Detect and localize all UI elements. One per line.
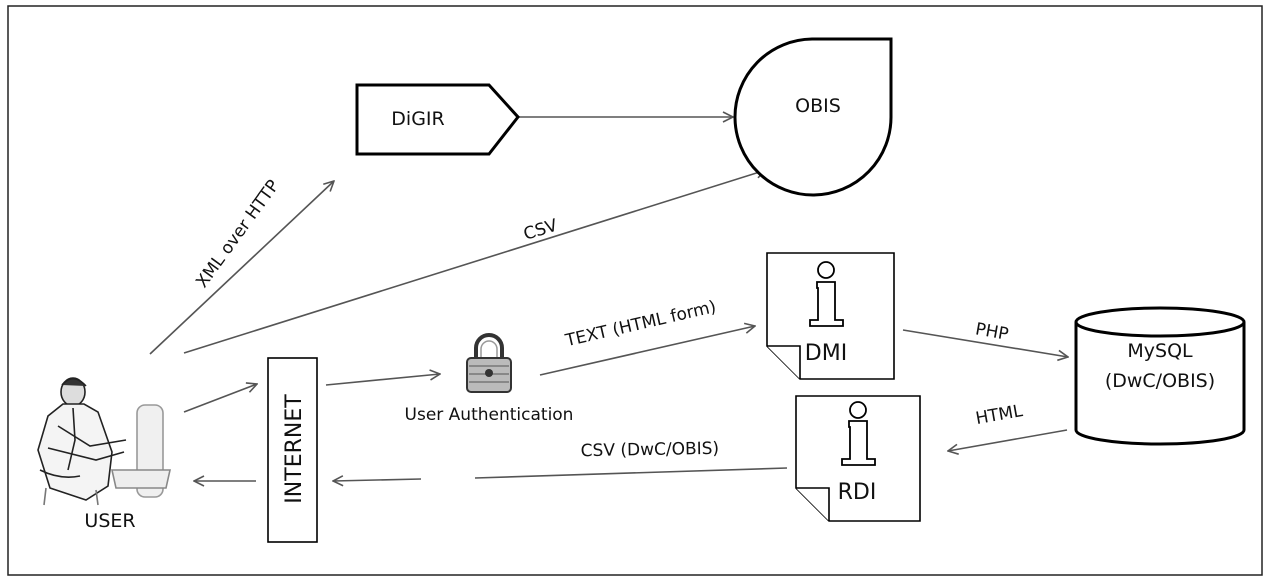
rdi-to-internet-arrow-b xyxy=(333,479,422,481)
lock-icon xyxy=(466,333,512,393)
user-to-internet-arrow xyxy=(183,384,257,413)
user-icon xyxy=(37,377,171,506)
csv-label: CSV xyxy=(521,216,560,245)
mysql-label-line1: MySQL xyxy=(1127,340,1193,362)
rdi-label: RDI xyxy=(838,480,877,505)
rdi-to-internet-arrow-a xyxy=(474,467,788,479)
dmi-node: DMI xyxy=(766,252,895,380)
auth-to-dmi-arrow xyxy=(539,326,755,376)
text-html-form-label: TEXT (HTML form) xyxy=(563,297,718,351)
user-authentication-label: User Authentication xyxy=(405,405,574,425)
digir-label: DiGIR xyxy=(391,108,444,130)
user-to-obis-csv-arrow xyxy=(183,170,766,354)
mysql-label-line2: (DwC/OBIS) xyxy=(1105,370,1215,392)
internet-node: INTERNET xyxy=(267,357,318,543)
internet-to-auth-arrow xyxy=(325,374,440,386)
dmi-to-mysql-arrow xyxy=(902,329,1068,357)
info-document-icon xyxy=(841,401,876,466)
internet-label: INTERNET xyxy=(282,394,307,504)
obis-node: OBIS xyxy=(733,37,893,197)
diagram-frame xyxy=(7,5,1263,576)
php-label: PHP xyxy=(974,319,1010,344)
obis-label: OBIS xyxy=(795,95,841,117)
connectors xyxy=(149,117,1068,481)
digir-node: DiGIR xyxy=(355,83,520,156)
info-document-icon xyxy=(809,261,844,327)
xml-over-http-label: XML over HTTP xyxy=(192,176,283,291)
user-to-digir-arrow xyxy=(149,181,334,355)
csv-dwc-obis-label: CSV (DwC/OBIS) xyxy=(581,439,720,461)
html-label: HTML xyxy=(974,401,1025,429)
user-label: USER xyxy=(84,510,135,532)
rdi-node: RDI xyxy=(795,395,921,522)
mysql-to-rdi-arrow xyxy=(948,429,1068,451)
dmi-label: DMI xyxy=(805,341,847,366)
database-icon: MySQL (DwC/OBIS) xyxy=(1074,306,1246,446)
